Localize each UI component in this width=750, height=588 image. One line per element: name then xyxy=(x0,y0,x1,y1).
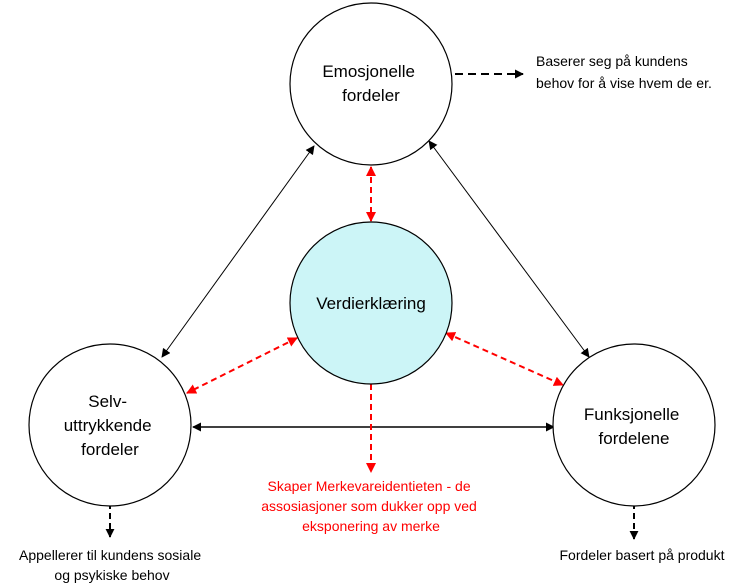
self-expressive-benefits-note: Appellerer til kundens sosiale og psykis… xyxy=(19,547,205,583)
functional-benefits-label: Funksjonelle fordelene xyxy=(584,405,684,448)
emotional-benefits-label: Emosjonelle fordeler xyxy=(322,62,419,105)
self-expressive-benefits-node xyxy=(28,343,192,507)
emotional-benefits-note: Baserer seg på kundens behov for å vise … xyxy=(536,53,712,91)
functional-benefits-note: Fordeler basert på produkt xyxy=(560,547,725,563)
emotional-functional-connector xyxy=(428,140,590,358)
emotional-self-connector xyxy=(161,145,315,358)
value-proposition-label: Verdierklæring xyxy=(316,294,426,313)
center-functional-red-connector xyxy=(445,332,564,386)
emotional-benefits-node xyxy=(289,2,453,166)
center-self-red-connector xyxy=(186,337,298,394)
self-expressive-benefits-label: Selv- uttrykkende fordeler xyxy=(64,392,157,459)
value-proposition-note: Skaper Merkevareidentieten - de assosias… xyxy=(261,478,480,534)
value-proposition-node xyxy=(289,221,453,385)
functional-benefits-node xyxy=(552,343,716,507)
